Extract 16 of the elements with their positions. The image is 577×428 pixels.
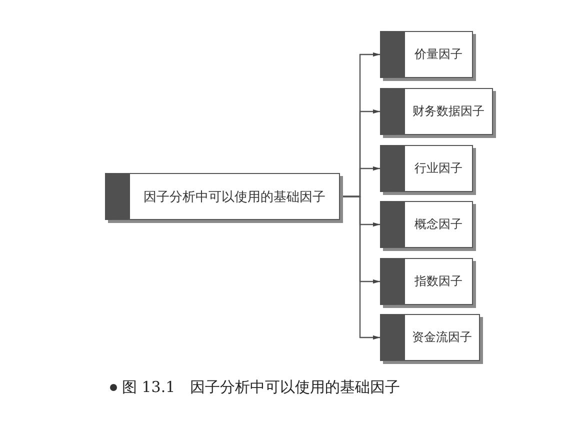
node-label: 指数因子: [414, 273, 464, 290]
node-label: 概念因子: [414, 216, 464, 233]
node-box: [380, 88, 493, 135]
node-box: [105, 173, 340, 220]
node-box: [380, 258, 473, 305]
node-box: [380, 201, 473, 248]
node-label: 财务数据因子: [412, 103, 486, 120]
node-label: 价量因子: [414, 46, 464, 63]
node-box: [380, 145, 473, 192]
node-label: 资金流因子: [411, 329, 473, 346]
node-box: [380, 31, 473, 78]
figure-caption: 图 13.1 因子分析中可以使用的基础因子: [122, 378, 400, 397]
node-label: 因子分析中可以使用的基础因子: [142, 188, 326, 206]
arrow: [340, 196, 380, 340]
node-label: 行业因子: [414, 160, 464, 177]
node-box: [380, 314, 480, 361]
